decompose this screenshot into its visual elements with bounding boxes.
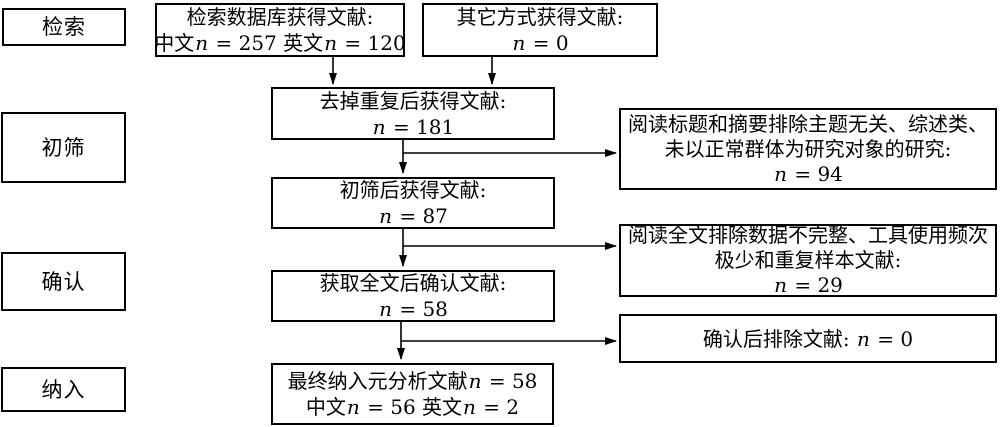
stage-label-text: 确认 bbox=[41, 269, 86, 294]
node-count-line: n = 181 bbox=[372, 114, 455, 139]
node-text-line: 极少和重复样本文献: bbox=[714, 248, 902, 272]
node-text-line: 初筛后获得文献: bbox=[339, 178, 487, 202]
node-other-sources: 其它方式获得文献: n = 0 bbox=[422, 3, 658, 57]
node-exclusion-title-abstract: 阅读标题和摘要排除主题无关、综述类、 未以正常群体为研究对象的研究: n = 9… bbox=[619, 108, 997, 190]
node-text-line: 去掉重复后获得文献: bbox=[319, 88, 507, 113]
node-count-line: n = 0 bbox=[512, 31, 569, 55]
node-database-search: 检索数据库获得文献: 中文n = 257 英文n = 120 bbox=[154, 3, 406, 57]
node-text-line: 阅读全文排除数据不完整、工具使用频次 bbox=[628, 223, 988, 247]
stage-label-text: 初筛 bbox=[41, 135, 86, 160]
node-count-line: 中文n = 56 英文n = 2 bbox=[305, 395, 520, 419]
node-exclusion-after-confirm: 确认后排除文献: n = 0 bbox=[619, 314, 997, 363]
node-count-line: 中文n = 257 英文n = 120 bbox=[154, 31, 406, 55]
node-count-line: n = 94 bbox=[774, 161, 843, 186]
stage-label-text: 纳入 bbox=[41, 377, 86, 402]
node-text-line: 其它方式获得文献: bbox=[456, 5, 624, 29]
node-text-line: 检索数据库获得文献: bbox=[186, 5, 374, 29]
node-text-line: 确认后排除文献: n = 0 bbox=[702, 326, 914, 351]
stage-label-include: 纳入 bbox=[1, 367, 126, 412]
stage-label-initial-screen: 初筛 bbox=[1, 112, 126, 183]
node-count-line: n = 58 bbox=[379, 297, 448, 321]
stage-label-text: 检索 bbox=[42, 15, 86, 39]
stage-label-search: 检索 bbox=[2, 8, 126, 46]
node-fulltext-confirmed: 获取全文后确认文献: n = 58 bbox=[271, 270, 555, 322]
node-after-initial-screen: 初筛后获得文献: n = 87 bbox=[271, 177, 555, 229]
node-text-line: 获取全文后确认文献: bbox=[319, 271, 507, 295]
node-final-included: 最终纳入元分析文献n = 58 中文n = 56 英文n = 2 bbox=[271, 363, 554, 425]
node-text-line: 最终纳入元分析文献n = 58 bbox=[287, 369, 538, 393]
node-count-line: n = 29 bbox=[774, 273, 843, 297]
node-text-line: 阅读标题和摘要排除主题无关、综述类、 bbox=[628, 111, 988, 136]
node-after-dedup: 去掉重复后获得文献: n = 181 bbox=[271, 87, 555, 140]
node-text-line: 未以正常群体为研究对象的研究: bbox=[664, 136, 952, 161]
stage-label-confirm: 确认 bbox=[1, 252, 126, 311]
node-count-line: n = 87 bbox=[379, 204, 448, 228]
node-exclusion-fulltext: 阅读全文排除数据不完整、工具使用频次 极少和重复样本文献: n = 29 bbox=[619, 223, 997, 297]
